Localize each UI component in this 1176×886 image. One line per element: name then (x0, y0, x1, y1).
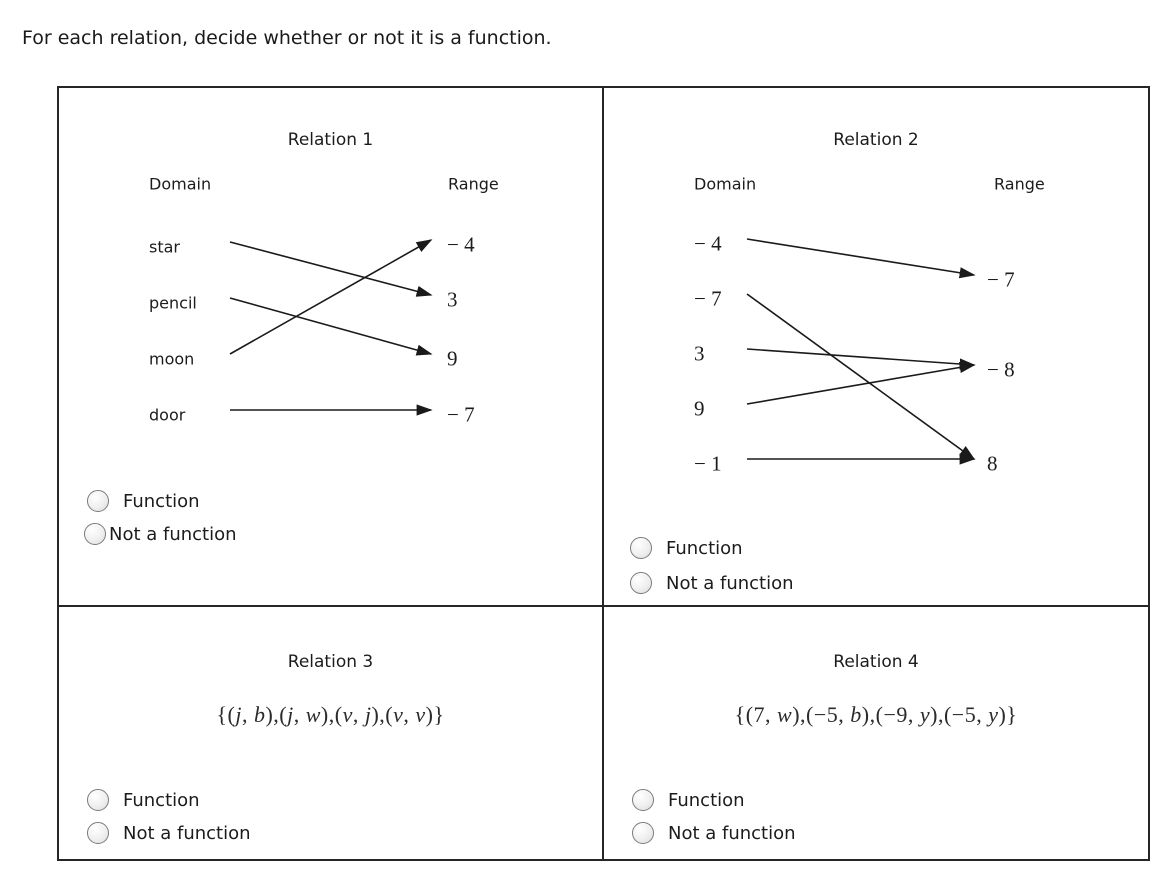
relation-1-range-header: Range (448, 174, 499, 194)
function-option-label[interactable]: Function (123, 789, 200, 811)
relation-1-not-function-radio[interactable] (84, 523, 106, 545)
relation-1-domain-header: Domain (149, 174, 212, 194)
range-item: 3 (447, 287, 458, 312)
domain-item: pencil (149, 293, 197, 313)
relation-3-set: {(j, b),(j, w),(v, j),(v, v)} (216, 702, 445, 727)
relation-3-cell: Relation 3 {(j, b),(j, w),(v, j),(v, v)}… (59, 607, 604, 859)
mapping-arrow (746, 348, 976, 370)
relation-4-cell: Relation 4 {(7, w),(−5, b),(−9, y),(−5, … (604, 607, 1148, 859)
relation-1-title: Relation 1 (287, 130, 374, 150)
relations-table: Relation 1 Domain Range star pencil moon do… (57, 86, 1150, 861)
domain-item: − 7 (694, 286, 722, 311)
relation-3-function-radio[interactable] (87, 789, 109, 811)
relation-1-function-radio[interactable] (87, 490, 109, 512)
function-option-label[interactable]: Function (666, 537, 743, 559)
relation-3-not-function-radio[interactable] (87, 822, 109, 844)
not-function-option-label[interactable]: Not a function (668, 822, 796, 844)
domain-item: door (149, 405, 186, 425)
relation-2-mapping-diagram: − 4 − 7 3 9 − 1 − 7 − 8 8 (604, 88, 1148, 605)
relation-4-not-function-radio[interactable] (632, 822, 654, 844)
relation-4-not-function-option[interactable]: Not a function (632, 822, 796, 844)
relation-1-function-option[interactable]: Function (87, 490, 200, 512)
relation-2-not-function-option[interactable]: Not a function (630, 572, 794, 594)
not-function-option-label[interactable]: Not a function (123, 822, 251, 844)
domain-item: star (149, 237, 180, 257)
relation-4-function-option[interactable]: Function (632, 789, 745, 811)
range-item: − 8 (987, 357, 1015, 382)
mapping-arrow (229, 239, 433, 355)
relation-2-function-option[interactable]: Function (630, 537, 743, 559)
relation-4-title: Relation 4 (833, 652, 919, 672)
function-option-label[interactable]: Function (123, 490, 200, 512)
domain-item: − 4 (694, 231, 722, 256)
relation-2-mapping-lines (746, 238, 976, 465)
relation-3-function-option[interactable]: Function (87, 789, 200, 811)
range-item: − 7 (987, 267, 1015, 292)
relation-4-function-radio[interactable] (632, 789, 654, 811)
range-item: − 7 (447, 402, 475, 427)
not-function-option-label[interactable]: Not a function (666, 572, 794, 594)
relation-2-domain-header: Domain (694, 174, 757, 194)
range-item: 9 (447, 346, 458, 371)
not-function-option-label[interactable]: Not a function (109, 523, 237, 545)
relation-1-mapping-diagram: star pencil moon door − 4 3 9 − 7 (59, 88, 602, 605)
relation-2-function-radio[interactable] (630, 537, 652, 559)
domain-item: 3 (694, 341, 705, 366)
relation-4-set: {(7, w),(−5, b),(−9, y),(−5, y)} (734, 702, 1018, 727)
relation-2-not-function-radio[interactable] (630, 572, 652, 594)
prompt-text: For each relation, decide whether or not… (22, 27, 552, 49)
domain-item: moon (149, 349, 195, 369)
range-item: − 4 (447, 232, 475, 257)
mapping-arrow (746, 361, 976, 405)
mapping-arrow (229, 297, 433, 356)
mapping-arrow (746, 293, 976, 460)
mapping-arrow (746, 238, 976, 279)
function-option-label[interactable]: Function (668, 789, 745, 811)
mapping-arrow (229, 241, 433, 297)
relation-1-cell: Relation 1 Domain Range star pencil moon do… (59, 88, 604, 607)
domain-item: 9 (694, 396, 705, 421)
range-item: 8 (987, 451, 998, 476)
relation-2-range-header: Range (994, 174, 1045, 194)
relation-1-mapping-lines (229, 239, 433, 416)
relation-3-not-function-option[interactable]: Not a function (87, 822, 251, 844)
relation-1-not-function-option[interactable]: Not a function (84, 523, 237, 545)
relation-2-title: Relation 2 (833, 130, 919, 150)
relation-3-title: Relation 3 (287, 652, 374, 672)
domain-item: − 1 (694, 451, 722, 476)
